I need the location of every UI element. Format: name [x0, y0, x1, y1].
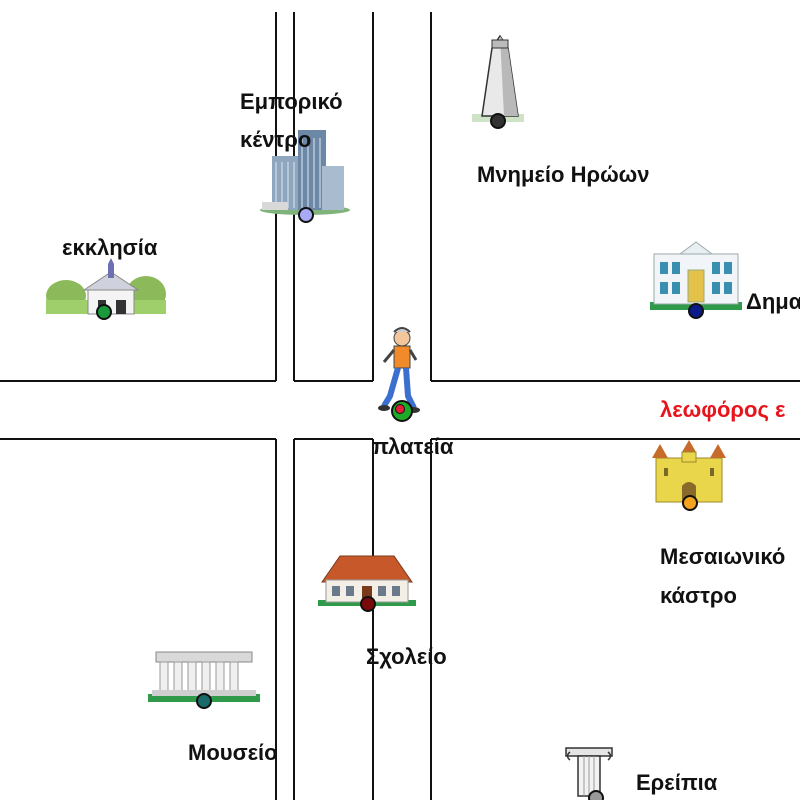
monument-point[interactable]	[490, 113, 506, 129]
ruins-column-icon	[565, 747, 613, 797]
commercial-center-label-line2: κέντρο	[240, 127, 312, 152]
ruins-point[interactable]	[588, 790, 604, 800]
town-hall-point[interactable]	[688, 303, 704, 319]
commercial-center-label-line1: Εμπορικό	[240, 89, 343, 114]
school-point[interactable]	[360, 596, 376, 612]
ruins-label: Ερείπια	[636, 770, 718, 795]
commercial-center-point[interactable]	[298, 207, 314, 223]
church-point[interactable]	[96, 304, 112, 320]
town-hall-icon	[650, 241, 742, 310]
castle-label-line2: κάστρο	[660, 583, 737, 608]
school-label: Σχολείο	[366, 644, 447, 669]
monument-label: Μνημείο Ηρώων	[477, 162, 650, 187]
castle-point[interactable]	[682, 495, 698, 511]
museum-label: Μουσείο	[188, 740, 278, 765]
office-tower-icon	[260, 130, 350, 215]
church-label: εκκλησία	[62, 235, 158, 260]
square-point-inner[interactable]	[395, 404, 405, 414]
castle-label-line1: Μεσαιωνικό	[660, 544, 786, 569]
town-hall-label: Δημα	[746, 289, 800, 314]
walking-boy-icon	[378, 327, 420, 413]
castle-icon	[652, 440, 726, 503]
museum-point[interactable]	[196, 693, 212, 709]
church-icon	[46, 258, 166, 315]
obelisk-monument-icon	[472, 34, 524, 122]
square-label: πλατεία	[372, 434, 454, 459]
avenue-label: λεωφόρος ε	[660, 397, 786, 422]
